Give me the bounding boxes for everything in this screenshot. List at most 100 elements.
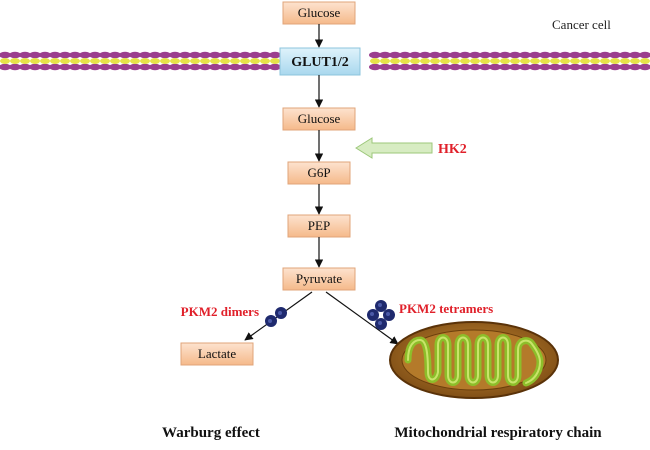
membrane-bead <box>0 63 11 71</box>
membrane-bead <box>169 63 181 71</box>
membrane-bead-core <box>460 58 470 64</box>
membrane-bead <box>489 51 501 59</box>
membrane-bead <box>629 63 641 71</box>
membrane-bead <box>219 51 231 59</box>
membrane-bead <box>179 63 191 71</box>
membrane-bead-core <box>100 58 110 64</box>
membrane-bead <box>439 63 451 71</box>
membrane-bead <box>589 51 601 59</box>
membrane-bead-core <box>400 58 410 64</box>
membrane-bead <box>619 51 631 59</box>
membrane-bead <box>569 63 581 71</box>
membrane-bead <box>259 63 271 71</box>
membrane-bead-core <box>190 58 200 64</box>
membrane-bead-core <box>250 58 260 64</box>
node-lactate: Lactate <box>180 342 254 366</box>
membrane-bead-core <box>530 58 540 64</box>
membrane-bead-core <box>450 58 460 64</box>
membrane-bead <box>519 63 531 71</box>
membrane-bead <box>529 63 541 71</box>
membrane-bead-core <box>10 58 20 64</box>
membrane-bead <box>39 63 51 71</box>
membrane-bead-core <box>210 58 220 64</box>
node-pyruvate: Pyruvate <box>282 267 356 291</box>
membrane-bead-core <box>590 58 600 64</box>
node-pep: PEP <box>287 214 351 238</box>
membrane-bead <box>389 63 401 71</box>
enzyme-pkm2-dimers-label: PKM2 dimers <box>181 304 259 319</box>
membrane-bead-core <box>570 58 580 64</box>
membrane-bead <box>559 51 571 59</box>
membrane-bead <box>89 63 101 71</box>
membrane-bead-core <box>430 58 440 64</box>
membrane-bead <box>379 51 391 59</box>
membrane-bead <box>609 63 621 71</box>
membrane-bead <box>409 63 421 71</box>
membrane-bead <box>529 51 541 59</box>
membrane-bead <box>509 51 521 59</box>
membrane-bead <box>109 51 121 59</box>
node-pyruvate-label: Pyruvate <box>296 271 342 286</box>
membrane-bead-core <box>500 58 510 64</box>
membrane-bead <box>9 63 21 71</box>
membrane-bead <box>249 51 261 59</box>
membrane-bead <box>19 51 31 59</box>
membrane-bead <box>129 51 141 59</box>
membrane-bead-core <box>410 58 420 64</box>
membrane-bead-core <box>480 58 490 64</box>
membrane-bead <box>419 51 431 59</box>
membrane-bead <box>229 51 241 59</box>
membrane-bead <box>149 51 161 59</box>
membrane-bead-core <box>0 58 10 64</box>
membrane-bead-core <box>120 58 130 64</box>
membrane-bead <box>269 63 281 71</box>
membrane-bead <box>239 51 251 59</box>
membrane-bead-core <box>80 58 90 64</box>
membrane-bead-core <box>380 58 390 64</box>
membrane-bead-core <box>30 58 40 64</box>
membrane-bead <box>639 63 650 71</box>
membrane-bead <box>99 63 111 71</box>
membrane-bead <box>619 63 631 71</box>
membrane-bead <box>639 51 650 59</box>
membrane-bead <box>239 63 251 71</box>
membrane-bead <box>369 51 381 59</box>
membrane-bead <box>29 63 41 71</box>
membrane-bead-core <box>230 58 240 64</box>
membrane-bead <box>399 51 411 59</box>
membrane-bead-core <box>540 58 550 64</box>
membrane-bead <box>129 63 141 71</box>
membrane-bead <box>139 51 151 59</box>
cell-membrane <box>0 51 650 71</box>
membrane-bead-core <box>550 58 560 64</box>
membrane-bead <box>19 63 31 71</box>
membrane-bead <box>79 51 91 59</box>
membrane-bead <box>389 51 401 59</box>
membrane-bead <box>439 51 451 59</box>
membrane-bead <box>89 51 101 59</box>
membrane-bead <box>479 51 491 59</box>
membrane-bead-core <box>470 58 480 64</box>
pkm2-dimer-icon <box>265 307 287 327</box>
membrane-bead-core <box>610 58 620 64</box>
membrane-bead <box>579 51 591 59</box>
membrane-bead <box>69 51 81 59</box>
membrane-bead <box>519 51 531 59</box>
membrane-bead <box>509 63 521 71</box>
membrane-bead-core <box>180 58 190 64</box>
membrane-bead <box>249 63 261 71</box>
membrane-bead-core <box>420 58 430 64</box>
node-glucose-inside: Glucose <box>282 107 356 131</box>
node-pep-label: PEP <box>308 218 330 233</box>
hk2-arrow-icon <box>355 137 433 159</box>
membrane-bead-core <box>370 58 380 64</box>
membrane-bead <box>429 63 441 71</box>
membrane-bead-core <box>140 58 150 64</box>
node-glucose-inside-label: Glucose <box>298 111 341 126</box>
membrane-bead-core <box>620 58 630 64</box>
membrane-bead <box>49 63 61 71</box>
membrane-bead-core <box>130 58 140 64</box>
membrane-bead <box>99 51 111 59</box>
membrane-bead <box>159 51 171 59</box>
